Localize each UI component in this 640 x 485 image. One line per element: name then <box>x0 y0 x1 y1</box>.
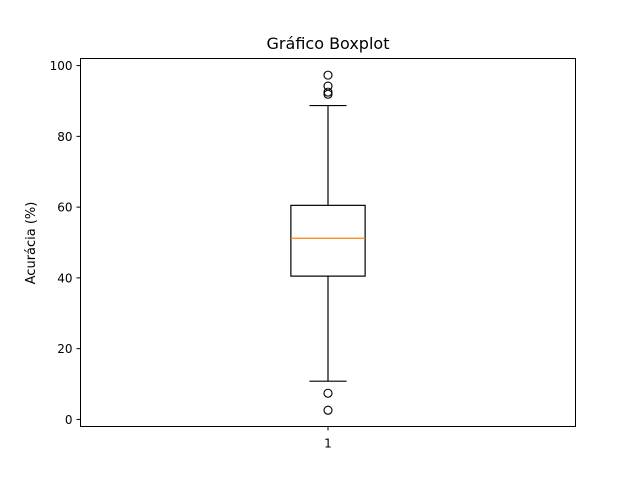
outlier-point <box>323 87 333 97</box>
y-tick-label: 60 <box>57 201 72 215</box>
y-tick-label: 20 <box>57 342 72 356</box>
iqr-box <box>290 204 366 277</box>
y-tick-label: 40 <box>57 271 72 285</box>
y-axis-label: Acurácia (%) <box>24 202 39 285</box>
chart-title: Gráfico Boxplot <box>267 34 390 53</box>
plot-area: 0 20 40 60 80 100 1 <box>50 59 366 451</box>
y-tick-label: 100 <box>50 59 73 73</box>
plot-frame <box>80 58 576 427</box>
outlier-point <box>323 405 333 415</box>
outlier-point <box>323 81 333 91</box>
outlier-point <box>323 70 333 80</box>
y-tick-label: 0 <box>65 413 73 427</box>
x-tick-label: 1 <box>324 437 332 451</box>
outlier-point <box>323 388 333 398</box>
y-tick-label: 80 <box>57 130 72 144</box>
